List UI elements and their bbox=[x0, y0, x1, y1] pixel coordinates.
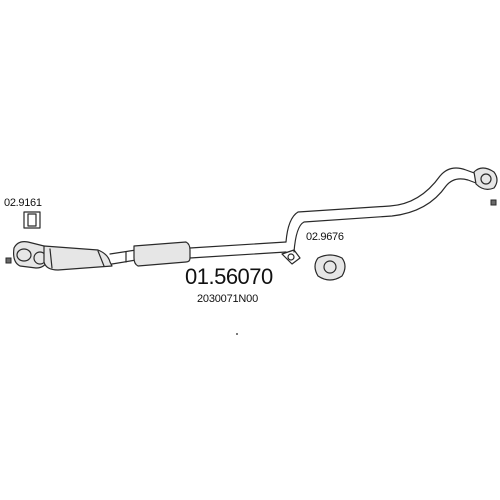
middle-silencer bbox=[133, 241, 191, 267]
rear-end-marker bbox=[490, 199, 497, 206]
gasket-rear-label: 02.9676 bbox=[306, 231, 344, 243]
rear-flange bbox=[473, 167, 498, 190]
front-muffler bbox=[43, 245, 113, 271]
minor-tick bbox=[236, 333, 238, 335]
rear-gasket bbox=[314, 254, 346, 281]
front-flange bbox=[13, 241, 50, 269]
pipe-bracket bbox=[281, 249, 301, 265]
front-end-marker bbox=[5, 257, 12, 264]
middle-pipe bbox=[189, 241, 287, 259]
front-gasket bbox=[23, 211, 41, 229]
front-pipe bbox=[109, 249, 137, 265]
gasket-front-label: 02.9161 bbox=[4, 197, 42, 209]
rear-pipe bbox=[285, 167, 489, 253]
part-number-label: 01.56070 bbox=[185, 264, 273, 289]
oem-number-label: 2030071N00 bbox=[197, 293, 259, 305]
